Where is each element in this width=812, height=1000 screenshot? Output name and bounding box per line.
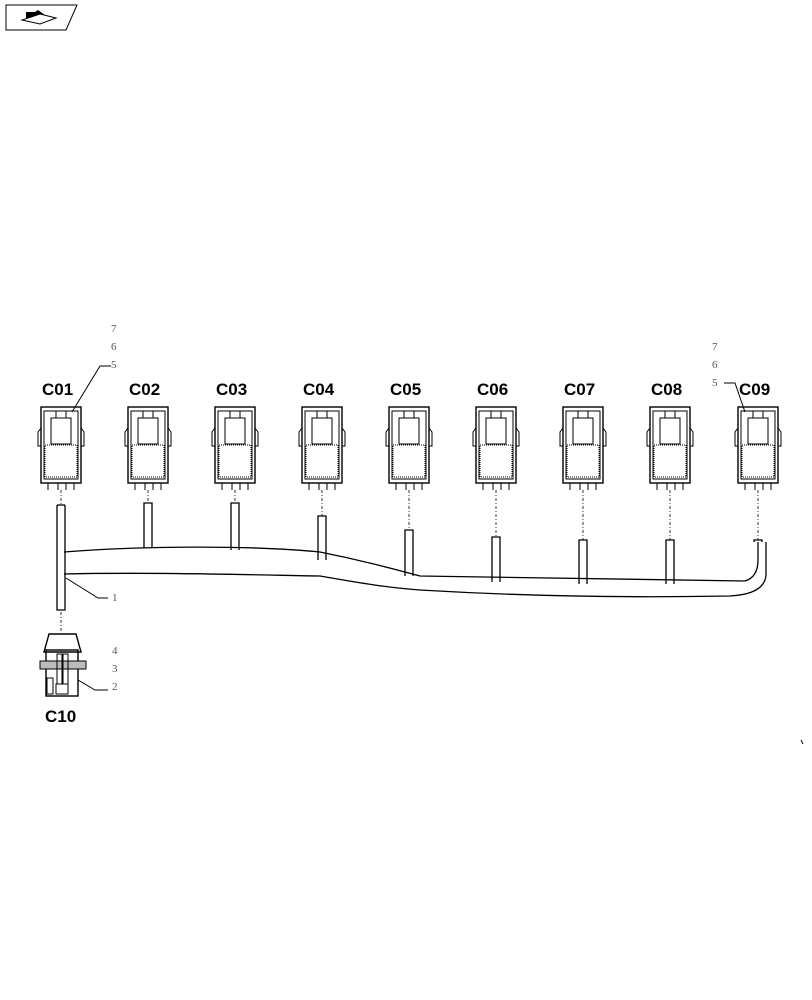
connector-c04: C04 bbox=[298, 380, 346, 516]
callout-harness: 1 bbox=[65, 577, 118, 604]
connector-c07: C07 bbox=[559, 380, 607, 540]
connector-c08: C08 bbox=[646, 380, 694, 540]
callout-number: 7 bbox=[111, 323, 117, 335]
harness-branch bbox=[753, 539, 763, 542]
callout-number: 5 bbox=[111, 359, 117, 371]
callout-c01: 7 6 5 bbox=[71, 323, 117, 413]
connector-label: C05 bbox=[390, 380, 421, 399]
callout-number: 4 bbox=[112, 645, 118, 657]
callout-number: 1 bbox=[112, 592, 118, 604]
harness-branches bbox=[143, 502, 763, 584]
connector-c02: C02 bbox=[124, 380, 172, 503]
connector-label: C03 bbox=[216, 380, 247, 399]
connector-c09: C09 bbox=[734, 380, 782, 540]
connector-label: C06 bbox=[477, 380, 508, 399]
harness-branch bbox=[404, 529, 414, 576]
harness-trunk bbox=[56, 504, 767, 611]
connector-c06: C06 bbox=[472, 380, 520, 537]
harness-branch bbox=[665, 539, 675, 584]
connector-label: C04 bbox=[303, 380, 335, 399]
book-arrow-icon[interactable] bbox=[5, 4, 78, 31]
harness-branch bbox=[230, 502, 240, 550]
connector-label: C01 bbox=[42, 380, 73, 399]
callout-number: 7 bbox=[712, 341, 718, 353]
callout-number: 3 bbox=[112, 663, 118, 675]
callout-number: 6 bbox=[712, 359, 718, 371]
connector-c03: C03 bbox=[211, 380, 259, 503]
callout-c09: 7 6 5 bbox=[712, 341, 746, 413]
harness-branch bbox=[143, 502, 153, 548]
connector-c01: C01 bbox=[37, 380, 85, 505]
harness-branch bbox=[491, 536, 501, 582]
connector-label: C08 bbox=[651, 380, 682, 399]
connector-row: C01 C02 C03 C04 C05 C06 C07 C08 C09 bbox=[37, 380, 782, 540]
connector-label: C10 bbox=[45, 707, 76, 726]
callout-number: 5 bbox=[712, 377, 718, 389]
connector-label: C02 bbox=[129, 380, 160, 399]
connector-c10: 4 3 2 C10 bbox=[39, 633, 118, 726]
callout-number: 6 bbox=[111, 341, 117, 353]
connector-c05: C05 bbox=[385, 380, 433, 530]
connector-label: C09 bbox=[739, 380, 770, 399]
connector-label: C07 bbox=[564, 380, 595, 399]
harness-branch bbox=[578, 539, 588, 584]
callout-number: 2 bbox=[112, 681, 118, 693]
